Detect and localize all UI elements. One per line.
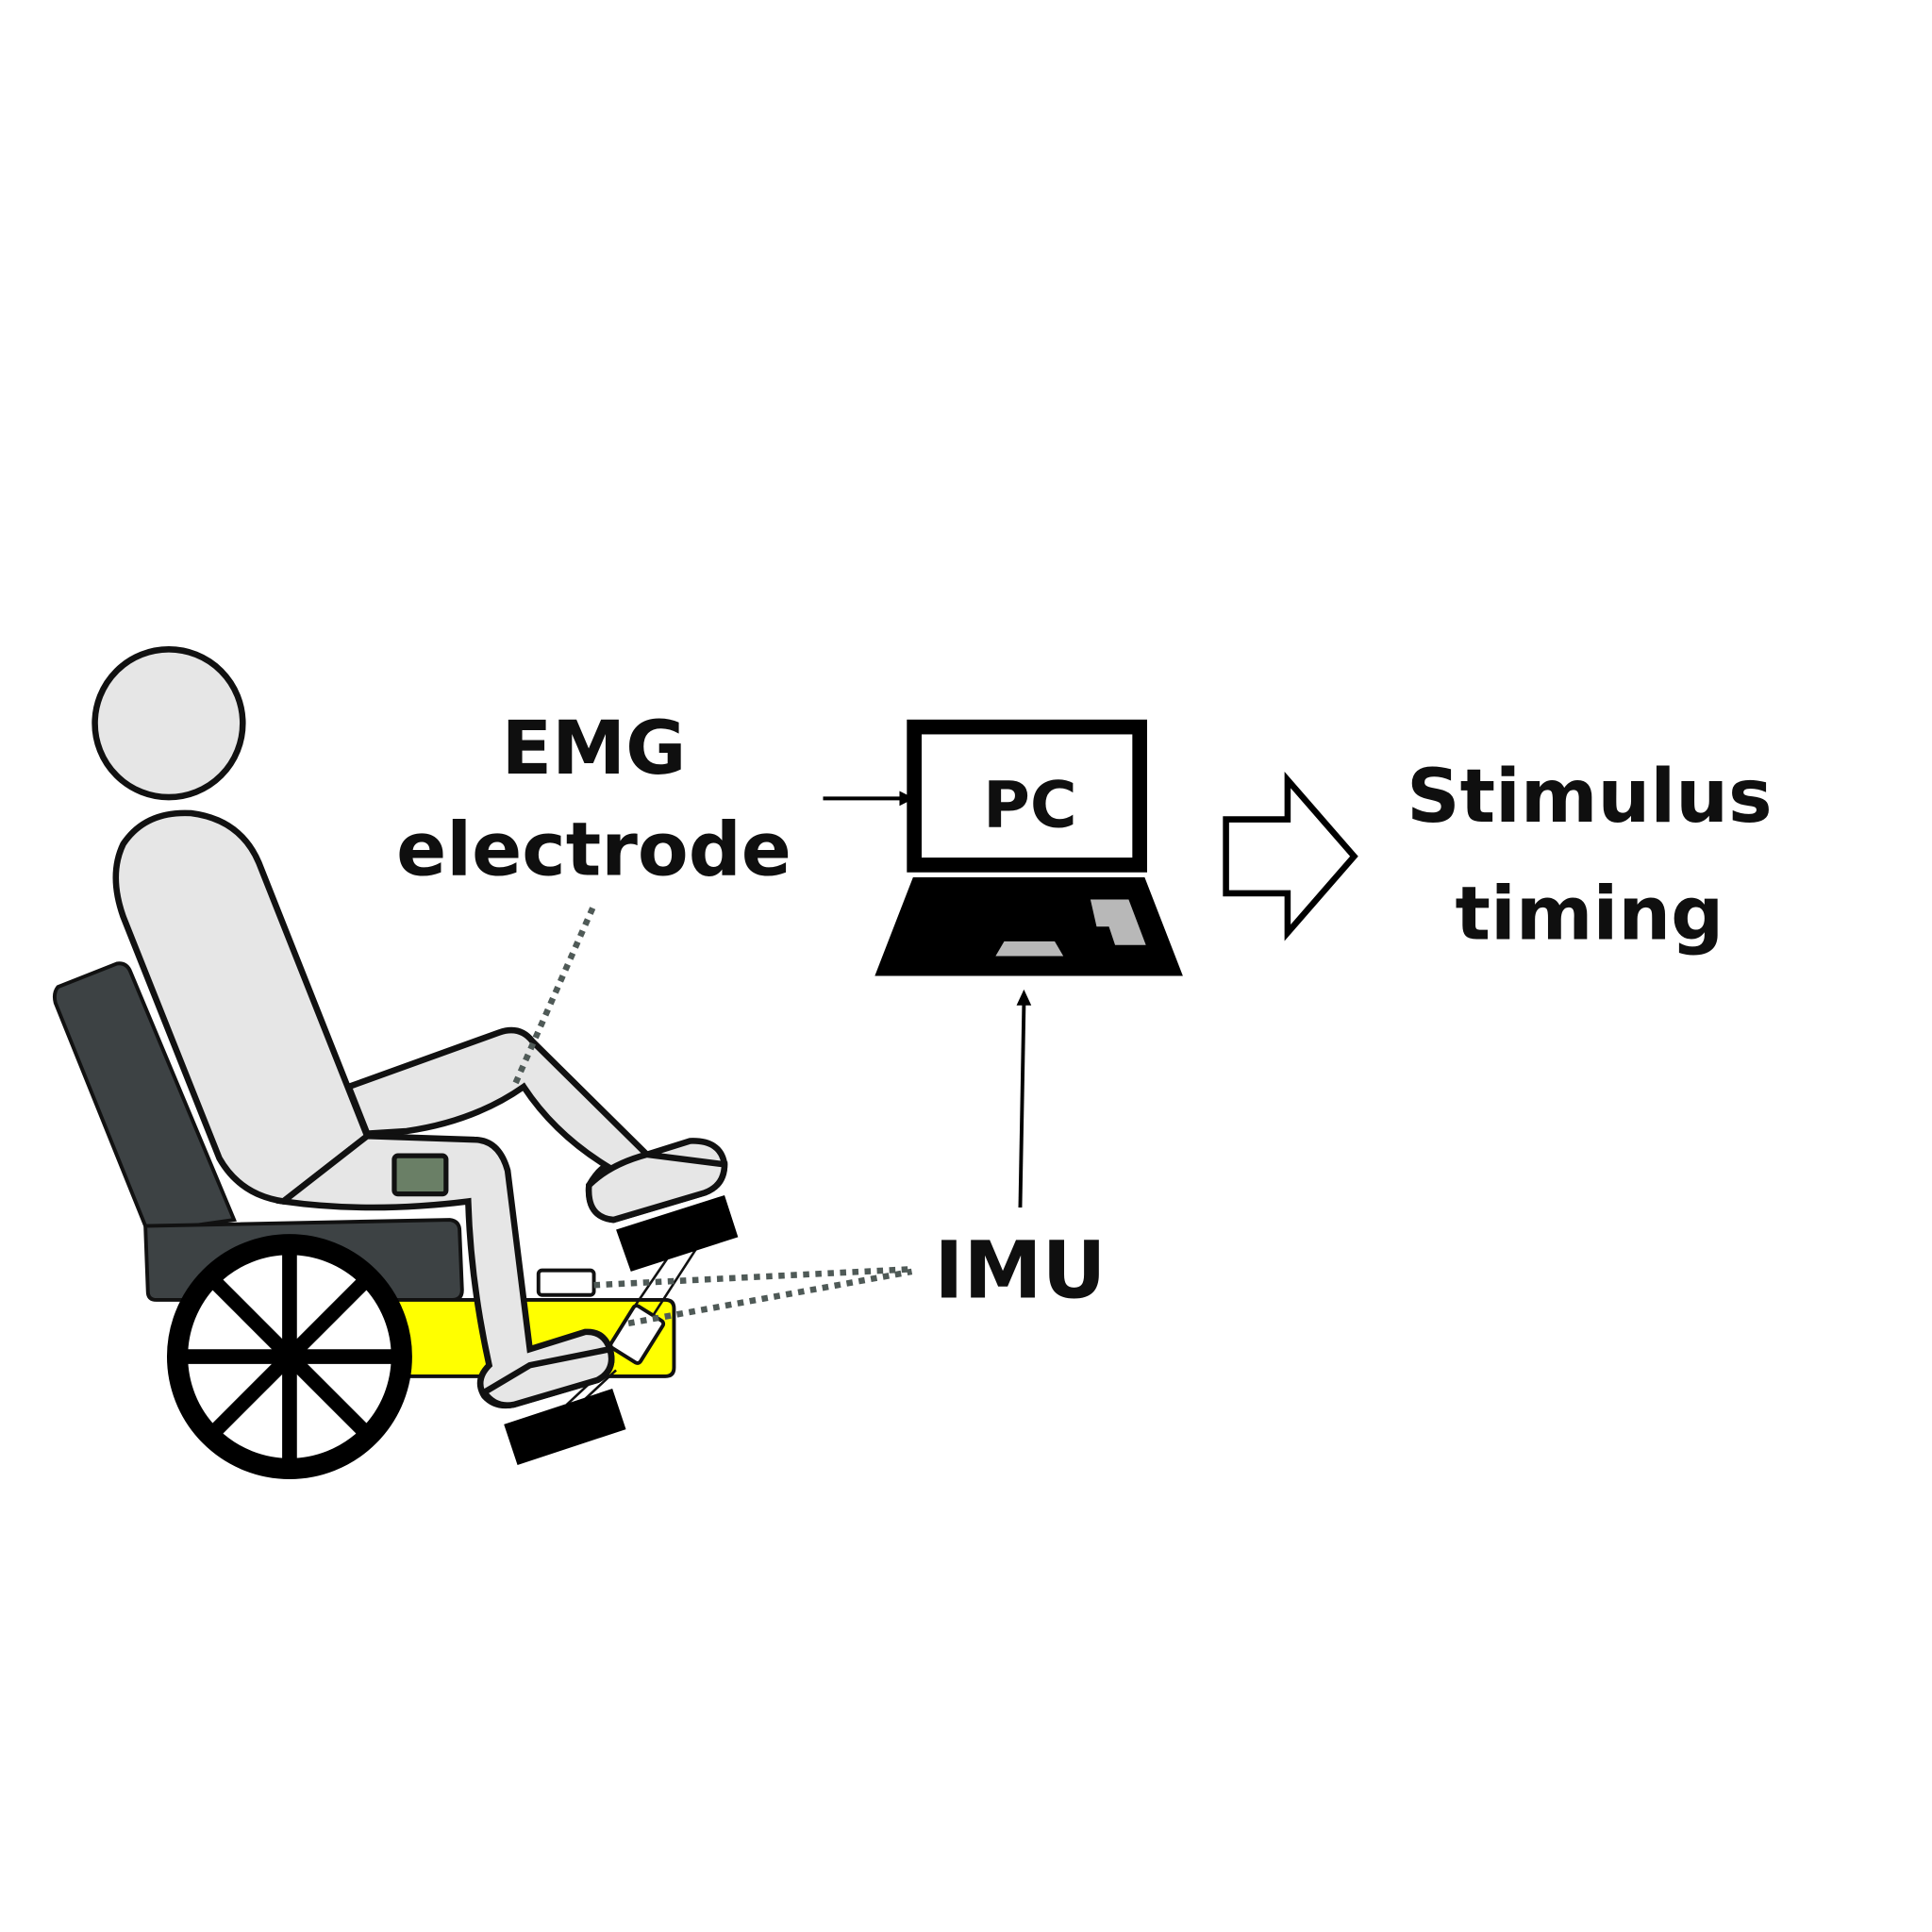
imu-dotted-link-frame [593,1266,912,1289]
imu-sensor-ankle [608,1304,666,1365]
imu-to-pc-arrow [1018,1004,1026,1208]
emg-label-line2: electrode [396,807,791,892]
backrest [52,961,237,1235]
laptop-icon [874,719,1183,976]
emg-electrode-pad [391,1153,449,1197]
front-foot [585,1151,728,1224]
trackpad [995,941,1064,957]
imu-dotted-link-ankle [627,1268,913,1326]
laptop-key [1090,899,1146,945]
emg-label-line1: EMG [502,706,687,791]
stimulus-label-line1: Stimulus [1407,754,1772,840]
footplate-front [616,1194,739,1272]
rear-foot [479,1345,615,1408]
person-icon [92,646,728,1409]
emg-to-pc-arrowhead [899,791,915,807]
footplate-rear [504,1389,626,1465]
head [92,646,246,801]
imu-label: IMU [934,1224,1106,1316]
stimulus-label-line2: timing [1456,871,1724,957]
wheel [166,1234,412,1479]
wheelchair-icon [52,961,699,1479]
imu-sensor-frame [536,1268,596,1297]
hollow-arrow-icon [1223,772,1358,941]
pc-label: PC [983,768,1077,842]
imu-to-pc-arrowhead [1016,989,1032,1006]
emg-dotted-link [511,907,596,1086]
torso [112,809,372,1205]
laptop-screen [907,719,1147,873]
